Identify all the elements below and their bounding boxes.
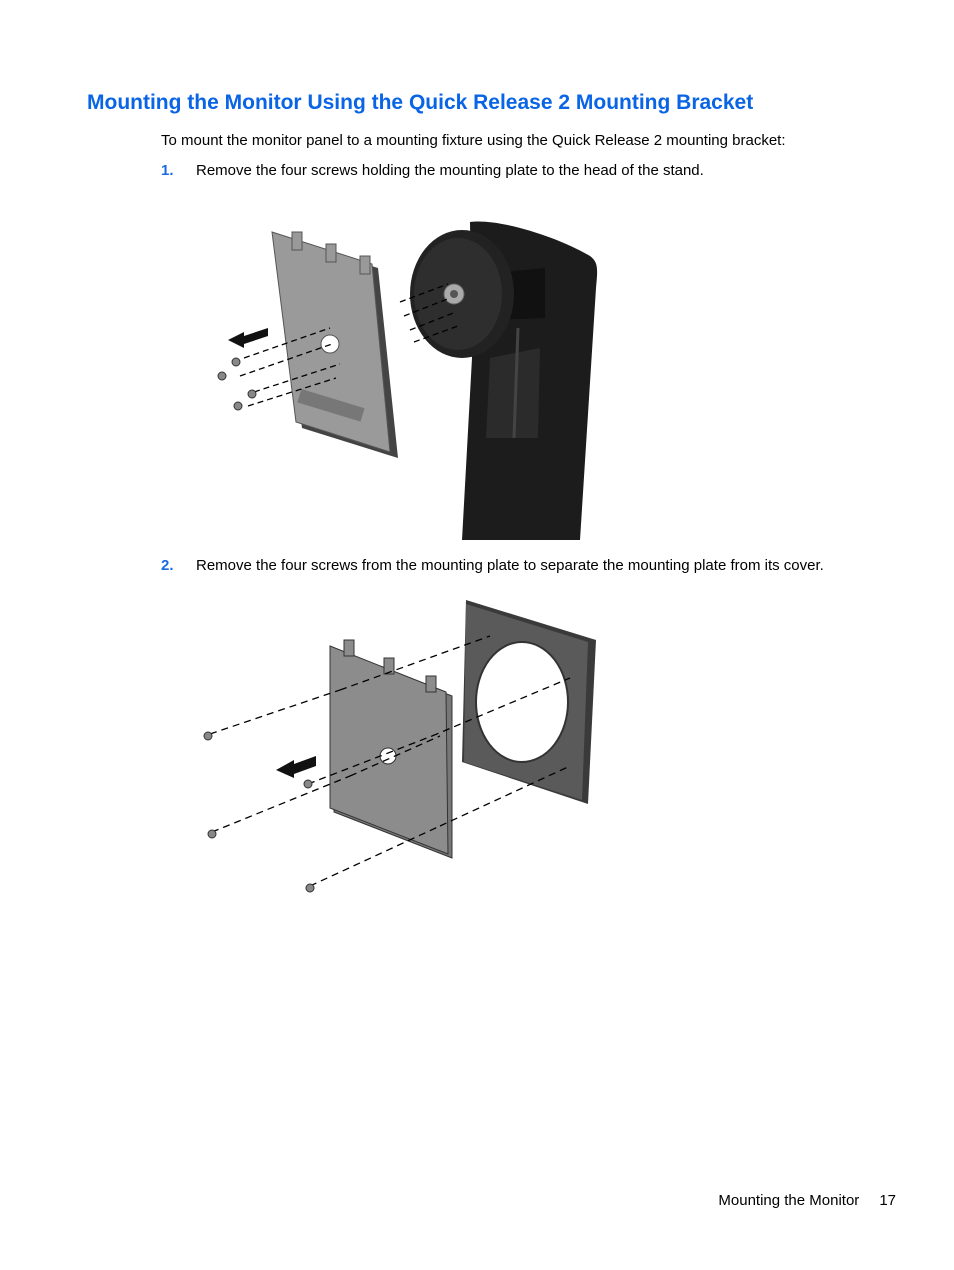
step-1-number: 1. bbox=[161, 162, 174, 179]
figure-separate-plate-from-cover bbox=[203, 600, 596, 893]
page-number: 17 bbox=[879, 1192, 896, 1209]
figure-remove-plate-from-stand bbox=[217, 221, 598, 540]
footer-section: Mounting the Monitor bbox=[718, 1192, 860, 1209]
step-1-text: Remove the four screws holding the mount… bbox=[196, 162, 704, 179]
step-2-text: Remove the four screws from the mounting… bbox=[196, 557, 824, 574]
step-2-number: 2. bbox=[161, 557, 174, 574]
step-2: 2. Remove the four screws from the mounti… bbox=[161, 557, 824, 574]
step-1: 1. Remove the four screws holding the mou… bbox=[161, 162, 704, 179]
page-footer: Mounting the Monitor 17 bbox=[718, 1192, 896, 1209]
intro-text: To mount the monitor panel to a mounting… bbox=[161, 132, 786, 149]
page-title: Mounting the Monitor Using the Quick Rel… bbox=[87, 91, 754, 114]
